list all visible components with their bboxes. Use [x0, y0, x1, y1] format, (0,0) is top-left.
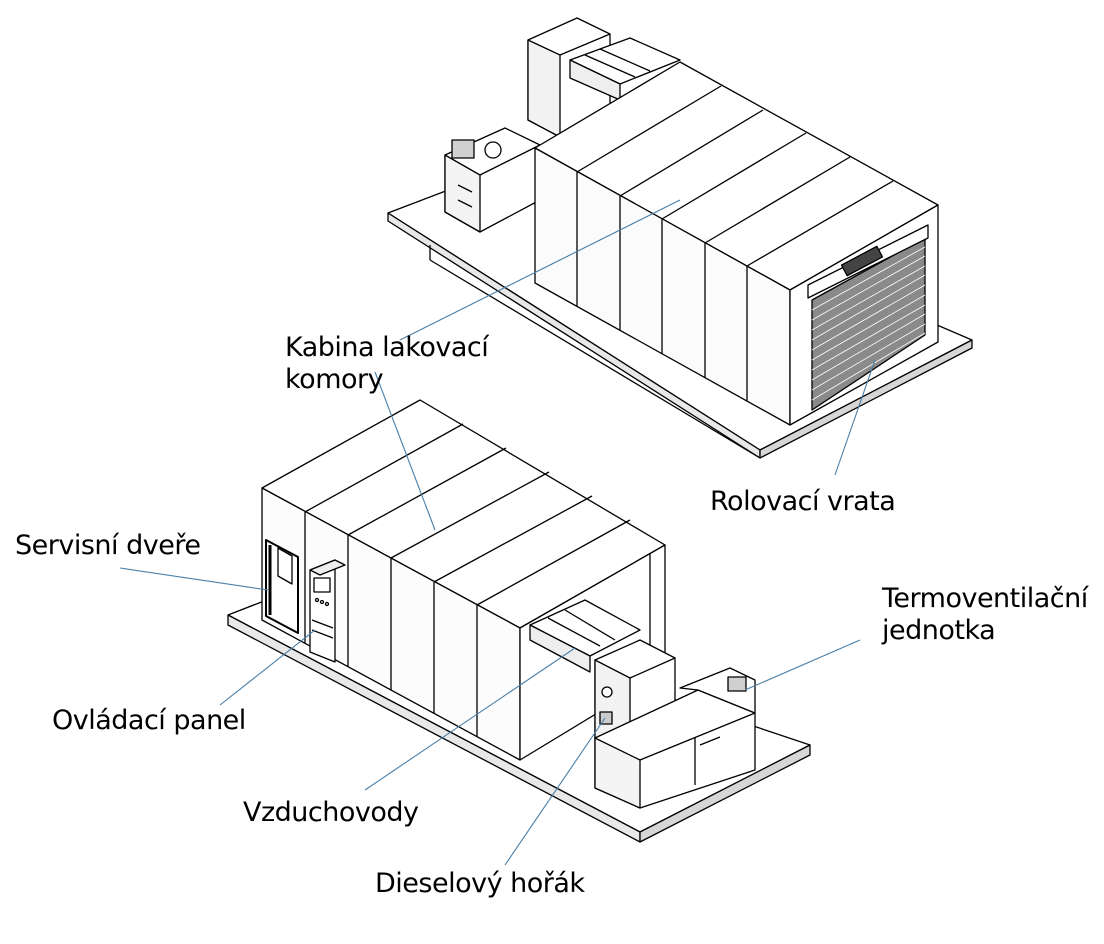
leader-lines: [119, 199, 876, 866]
leader-diesel-burner: [504, 717, 606, 866]
label-diesel-burner: Dieselový hořák: [375, 868, 585, 899]
label-heat-vent-unit-line2: jednotka: [882, 615, 996, 646]
leader-service-door: [119, 567, 269, 591]
leader-roller-door: [834, 359, 876, 476]
leader-air-ducts: [364, 647, 576, 791]
label-heat-vent-unit-line1: Termoventilační: [882, 583, 1088, 614]
upper-booth-drawing: [387, 17, 973, 459]
label-booth-cabin-line2: komory: [285, 364, 384, 395]
leader-cabin-upper: [399, 199, 681, 341]
lower-booth-drawing: [227, 399, 811, 843]
label-roller-door: Rolovací vrata: [710, 486, 896, 517]
label-control-panel: Ovládací panel: [52, 705, 246, 736]
label-service-door: Servisní dveře: [15, 530, 201, 561]
label-air-ducts: Vzduchovody: [243, 797, 419, 828]
label-heat-vent-unit: Termoventilační jednotka: [882, 583, 1088, 647]
leader-heat-vent-unit: [744, 639, 861, 691]
label-booth-cabin-line1: Kabina lakovací: [285, 332, 489, 363]
label-booth-cabin: Kabina lakovací komory: [285, 332, 489, 396]
lower-control-panel: [309, 559, 336, 663]
leader-cabin-lower: [374, 371, 436, 531]
leader-control-panel: [219, 629, 316, 706]
